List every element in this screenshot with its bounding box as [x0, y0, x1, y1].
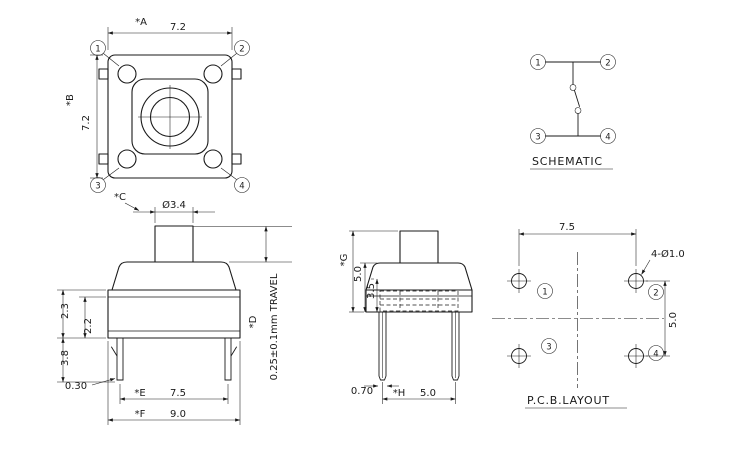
dim-d-code: *D [248, 315, 259, 328]
pcb-dimension-vertical: 5.0 [646, 280, 679, 357]
pcb-dim-v-value: 5.0 [668, 312, 679, 328]
front-view-dimension-diameter: Ø3.4 *C [114, 192, 215, 223]
top-view: 1 2 3 4 *A 7.2 *B 7.2 [65, 17, 250, 193]
dim-a-value: 7.2 [170, 22, 186, 33]
pcb-holes [507, 269, 648, 368]
schematic-wiring [545, 61, 601, 137]
front-view-dimension-e: *E 7.5 [119, 384, 229, 404]
dim-e-code: *E [134, 388, 145, 399]
side-tab [231, 153, 242, 165]
schematic-pin-number: 1 [535, 59, 540, 69]
front-view-dimensions-left: 2.3 2.2 3.8 0.30 [57, 289, 116, 392]
corner-terminal [117, 149, 137, 169]
hidden-contact-block [379, 290, 459, 312]
corner-terminal [117, 64, 137, 84]
side-view-dimension-h: *H 5.0 [382, 382, 456, 404]
pcb-pin-number: 1 [542, 288, 547, 298]
pcb-dim-h-value: 7.5 [559, 222, 575, 233]
dim-f-code: *F [135, 409, 146, 420]
dim-b-value: 7.2 [81, 115, 92, 131]
pcb-pin-callouts: 1 2 3 4 [537, 283, 664, 361]
dim-g-code: *G [339, 254, 350, 267]
pin-number: 3 [95, 182, 100, 192]
base-body-side [365, 289, 473, 313]
dim-b-code: *B [65, 94, 76, 106]
pcb-pin-number: 2 [653, 289, 658, 299]
right-leg [224, 337, 237, 381]
pin-number: 1 [95, 45, 100, 55]
side-view-body [365, 230, 473, 381]
dim-diameter-value: Ø3.4 [162, 199, 186, 211]
plunger-side [399, 230, 439, 264]
top-view-dimension-a: *A 7.2 [107, 17, 233, 50]
switch-contact [569, 84, 577, 91]
top-view-pin-callouts: 1 2 3 4 [90, 40, 250, 193]
pcb-dimension-horizontal: 7.5 [518, 222, 637, 266]
side-view-dimensions-left: *G 5.0 3.5 [339, 230, 398, 313]
side-tab [231, 68, 242, 80]
cap [111, 261, 237, 291]
dim-cap-height: 2.3 [60, 303, 71, 319]
dim-e-value: 7.5 [170, 388, 186, 399]
switch-arm [574, 90, 580, 107]
dim-h-code: *H [393, 388, 406, 399]
corner-terminal [203, 149, 223, 169]
switch-body-outline [107, 54, 233, 179]
left-leg-side [378, 311, 387, 381]
travel-note: 0.25±0.1mm TRAVEL [269, 273, 280, 380]
pcb-layout: 1 2 3 4 7.5 4-Ø1.0 5.0 P.C.B.LAYOUT [492, 222, 685, 409]
dim-pin-width-value: 0.70 [351, 386, 373, 397]
dim-leg-length: 3.8 [60, 350, 71, 366]
pin-number: 2 [239, 45, 244, 55]
front-view-dimension-travel: *D 0.25±0.1mm TRAVEL [193, 226, 292, 380]
dim-f-value: 9.0 [170, 409, 186, 420]
top-view-dimension-b: *B 7.2 [65, 54, 103, 179]
top-view-body [98, 54, 242, 179]
schematic-title: SCHEMATIC [532, 155, 603, 168]
switch-contact [574, 107, 582, 114]
schematic-pin-number: 4 [605, 133, 610, 143]
dim-height-value: 5.0 [353, 266, 364, 282]
switch-inner-frame [131, 78, 209, 155]
plunger [154, 225, 194, 263]
front-view-dimension-f: *F 9.0 [107, 341, 241, 425]
pcb-layout-title: P.C.B.LAYOUT [527, 394, 610, 407]
schematic-view: 1 2 3 4 SCHEMATIC [530, 54, 616, 170]
dim-body-height: 2.2 [83, 318, 94, 334]
base-body [107, 289, 241, 339]
schematic-pin-number: 2 [605, 59, 610, 69]
side-tab [98, 153, 109, 165]
pcb-hole-note: 4-Ø1.0 [641, 248, 685, 275]
right-leg-side [451, 311, 460, 381]
front-view: Ø3.4 *C *D 0.25±0.1mm TRAVEL 2.3 2.2 3.8… [57, 192, 292, 425]
left-leg [111, 337, 124, 381]
hole-size-note: 4-Ø1.0 [651, 248, 685, 260]
side-view-dimension-pin-width: 0.70 [351, 384, 399, 397]
pin-number: 4 [239, 182, 244, 192]
dim-base-value: 3.5 [366, 283, 377, 299]
front-view-body [107, 225, 241, 381]
corner-terminal [203, 64, 223, 84]
side-view: *G 5.0 3.5 0.70 *H 5.0 [339, 230, 473, 404]
dim-c-code: *C [114, 192, 126, 203]
dim-a-code: *A [135, 17, 147, 28]
dim-h-value: 5.0 [420, 388, 436, 399]
dim-leg-width: 0.30 [65, 381, 87, 392]
pcb-pin-number: 3 [546, 343, 551, 353]
cap-side [365, 262, 473, 291]
side-tab [98, 68, 109, 80]
pcb-pin-number: 4 [653, 350, 658, 360]
schematic-pin-number: 3 [535, 133, 540, 143]
